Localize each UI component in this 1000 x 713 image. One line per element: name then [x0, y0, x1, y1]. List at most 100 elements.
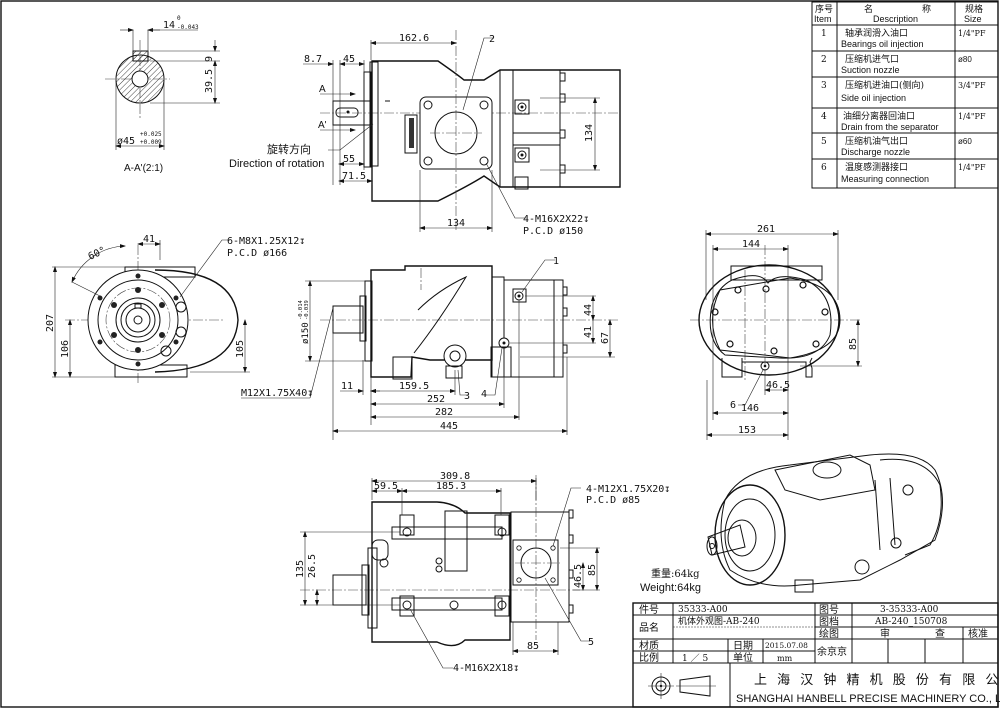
dim-106: 106	[60, 340, 71, 358]
shaft-tol-lower: +0.009	[140, 139, 162, 146]
section-mark-a-prime: A'	[318, 120, 327, 131]
flange-tol-upper: -0.014	[298, 299, 304, 320]
dim-105: 105	[235, 340, 246, 358]
dim-85-rear: 85	[848, 338, 859, 350]
row-item: 2	[821, 55, 827, 65]
dim-134-vertical: 134	[584, 124, 595, 142]
note-m8x125x12: 6-M8X1.25X12↧	[227, 236, 305, 247]
label-file: 图档	[819, 615, 839, 628]
label-unit: 单位	[733, 651, 753, 664]
dim-11: 11	[341, 381, 353, 392]
key-tol-upper: 0	[177, 15, 181, 22]
dim-135: 135	[295, 560, 306, 578]
balloon-2: 2	[489, 34, 495, 45]
label-drawing-no: 图号	[819, 604, 839, 616]
row-desc-cn: 油细分离器回油口	[843, 110, 915, 122]
dim-44: 44	[583, 304, 594, 316]
header-item-en: Item	[814, 14, 832, 24]
table-row: 5 压缩机油气出口 Discharge nozzle ø60	[821, 135, 972, 157]
value-unit: mm	[777, 654, 793, 663]
row-desc-en: Suction nozzle	[841, 65, 900, 75]
balloon-3: 3	[464, 391, 470, 402]
row-size: ø60	[958, 137, 972, 146]
label-name: 品名	[639, 621, 659, 634]
table-row: 4 油细分离器回油口 Drain from the separator 1/4"…	[821, 110, 986, 132]
label-material: 材质	[639, 639, 659, 652]
dim-144: 144	[742, 239, 760, 250]
label-check: 查	[935, 627, 945, 640]
table-row: 2 压缩机进气口 Suction nozzle ø80	[821, 53, 972, 75]
dim-46-5-bottom: 46.5	[573, 564, 584, 588]
dim-46-5-rear: 46.5	[766, 380, 790, 391]
shaft-tol-upper: +0.025	[140, 131, 162, 138]
value-name: 机体外观图-AB-240	[678, 615, 760, 627]
balloon-5: 5	[588, 637, 594, 648]
dim-309-8: 309.8	[440, 471, 470, 482]
company-name-en: SHANGHAI HANBELL PRECISE MACHINERY CO., …	[736, 693, 1000, 705]
label-drawn: 绘图	[819, 627, 839, 640]
row-desc-en: Measuring connection	[841, 174, 929, 184]
dim-146: 146	[741, 403, 759, 414]
dim-41: 41	[143, 234, 155, 245]
dim-85-bottom-vertical: 85	[587, 564, 598, 576]
dim-8-7: 8.7	[304, 54, 322, 65]
dim-159-5: 159.5	[399, 381, 429, 392]
weight-label-cn: 重量:64kg	[651, 567, 700, 580]
weight-label-en: Weight:64kg	[640, 582, 701, 594]
dim-261: 261	[757, 224, 775, 235]
dim-60-degrees: 60°	[87, 245, 108, 263]
header-size-en: Size	[964, 14, 982, 24]
dim-153: 153	[738, 425, 756, 436]
note-pcd-166: P.C.D ø166	[227, 248, 287, 259]
section-view-aa: 14 0 -0.043 9 39.5 ø45 +0.025 +0.009 A-A…	[105, 15, 220, 174]
dim-45: 45	[343, 54, 355, 65]
label-approve: 核准	[968, 627, 988, 640]
label-date: 日期	[733, 640, 753, 652]
rear-view: 261 144 85 46.5 146 153 6	[690, 224, 862, 440]
table-row: 1 轴承润滑入油口 Bearings oil injection 1/4"PF	[821, 27, 986, 49]
value-date: 2015.07.08	[765, 641, 808, 650]
title-block: 件号 35333-A00 图号 3-35333-A00 品名 机体外观图-AB-…	[632, 602, 1000, 708]
label-scale: 比例	[639, 651, 659, 664]
rotation-label-cn: 旋转方向	[267, 142, 311, 156]
front-view: 60° 41 207 106 105 6-M8X1.25X12↧ P.C.D ø…	[45, 234, 334, 399]
dim-252: 252	[427, 394, 445, 405]
dim-41-side: 41	[583, 326, 594, 338]
projection-symbol-icon	[648, 673, 716, 699]
rotation-label-en: Direction of rotation	[229, 158, 324, 170]
label-part-no: 件号	[639, 604, 659, 616]
dim-67: 67	[600, 332, 611, 344]
dim-134-horizontal: 134	[447, 218, 465, 229]
parts-table: 序号 Item 名 称 Description 规格 Size 1 轴承润滑入油…	[811, 1, 999, 189]
header-desc-cn-1: 名	[864, 3, 873, 15]
shaft-key	[132, 50, 149, 62]
bottom-view: 309.8 59.5 185.3 135 26.5 85 46.5 85 4-M…	[295, 471, 670, 674]
header-desc-cn-2: 称	[922, 3, 931, 15]
row-size: 1/4"PF	[958, 29, 986, 38]
dim-59-5: 59.5	[374, 481, 398, 492]
note-m12x175x20: 4-M12X1.75X20↧	[586, 484, 670, 495]
row-size: ø80	[958, 55, 972, 64]
label-review: 审	[880, 627, 890, 640]
row-desc-cn: 压缩机进油口(侧向)	[845, 79, 924, 91]
row-item: 4	[821, 112, 827, 122]
isometric-view	[706, 453, 943, 593]
value-scale: 1 ／ 5	[682, 653, 708, 664]
note-m16x2x22: 4-M16X2X22↧	[523, 214, 589, 225]
note-m16x2x18: 4-M16X2X18↧	[453, 663, 519, 674]
note-m12x175x40: M12X1.75X40↧	[241, 388, 313, 399]
row-desc-cn: 压缩机进气口	[845, 53, 899, 65]
balloon-1: 1	[553, 256, 559, 267]
key-height-dim: 9	[204, 56, 215, 62]
value-drawer: 余京京	[817, 645, 847, 658]
dim-185-3: 185.3	[436, 481, 466, 492]
row-desc-en: Bearings oil injection	[841, 39, 924, 49]
header-size-cn: 规格	[965, 3, 983, 15]
side-view: ø150 -0.014 -0.039 11 159.5 252 282 445 …	[298, 256, 620, 440]
dim-71-5: 71.5	[342, 171, 366, 182]
row-desc-cn: 轴承润滑入油口	[845, 27, 908, 39]
shaft-height-dim: 39.5	[204, 69, 215, 93]
row-item: 6	[821, 163, 827, 173]
